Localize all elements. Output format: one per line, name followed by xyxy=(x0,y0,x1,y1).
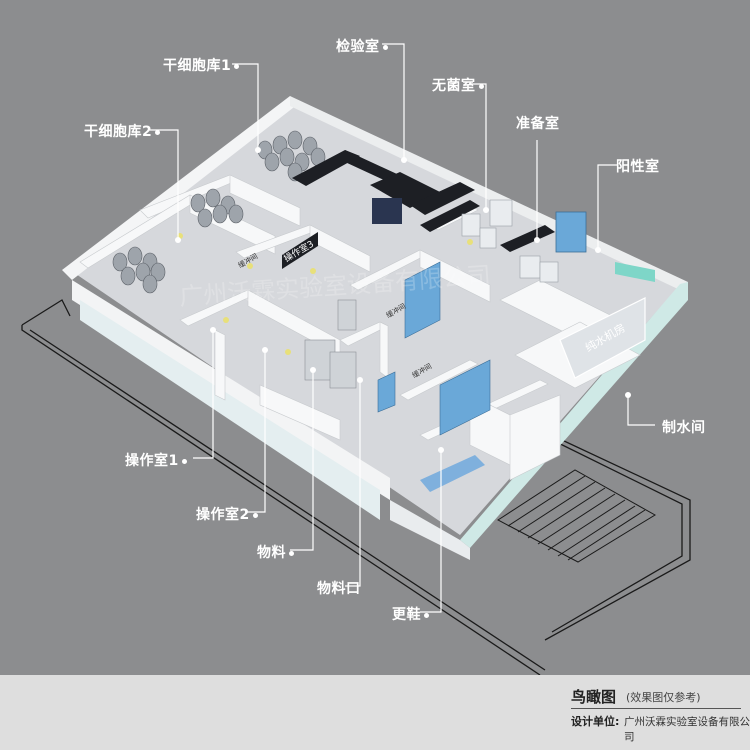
label-material-port: 物料口 xyxy=(317,581,361,597)
label-positive: 阳性室 xyxy=(616,159,660,175)
footer-divider xyxy=(571,708,741,709)
footer-designer-label: 设计单位: xyxy=(571,715,620,728)
floorplan-scene: 操作室3 纯水机房 缓冲间 缓冲间 缓冲间 广州沃霖实验室设备有限公司 xyxy=(21,43,691,675)
inspection-benches xyxy=(292,150,555,252)
stairs xyxy=(497,469,656,563)
label-material: 物料 xyxy=(257,542,294,562)
biosafety-cabinet xyxy=(555,211,587,253)
footer-title: 鸟瞰图 xyxy=(571,688,617,706)
material-cabinets xyxy=(304,299,357,389)
label-shoe-change: 更鞋 xyxy=(392,604,429,624)
label-op1: 操作室1 xyxy=(125,450,187,470)
footer-designer-value: 广州沃霖实验室设备有限公司 xyxy=(624,716,750,743)
locker-units xyxy=(377,261,491,436)
prep-equipment xyxy=(461,199,559,283)
op3-sign-panel xyxy=(282,232,318,269)
label-dry-cell-2: 干细胞库2 xyxy=(84,121,161,141)
label-sterile: 无菌室 xyxy=(432,75,484,95)
site-outline xyxy=(21,299,691,675)
label-dry-cell-1: 干细胞库1 xyxy=(163,55,240,75)
label-water: 制水间 xyxy=(662,420,706,436)
label-inspection: 检验室 xyxy=(336,36,388,56)
water-room-box xyxy=(559,297,646,379)
shoe-bench xyxy=(420,455,485,492)
ceiling-lights xyxy=(177,233,473,355)
outer-walls xyxy=(62,96,688,560)
label-prep: 准备室 xyxy=(516,116,560,132)
label-op2: 操作室2 xyxy=(196,504,258,524)
positive-room-glass xyxy=(615,262,655,282)
tanks-library-1 xyxy=(257,130,326,182)
leader-dots xyxy=(175,147,631,453)
footer-caption: 鸟瞰图 (效果图仅参考) 设计单位: 广州沃霖实验室设备有限公司 xyxy=(0,675,750,750)
footer-title-note: (效果图仅参考) xyxy=(626,691,701,704)
tanks-library-2 xyxy=(112,188,244,294)
